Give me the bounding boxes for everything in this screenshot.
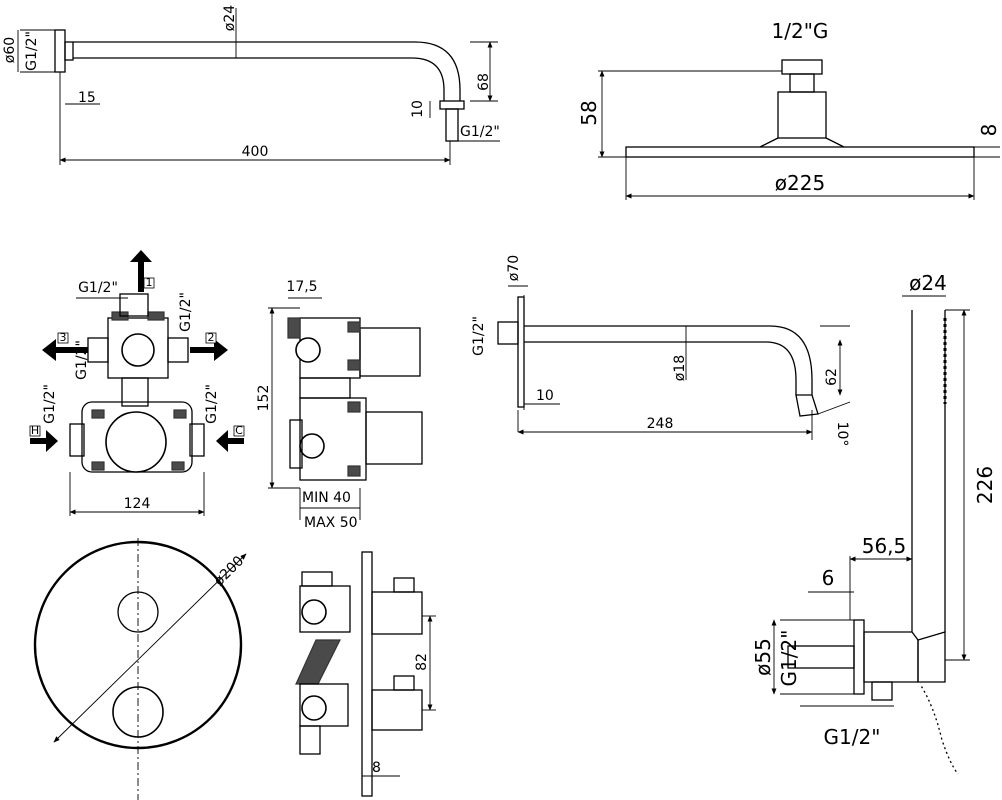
arm-pipe-dia-label: ø24 — [222, 5, 238, 31]
hand-shower-rod-dia-label: ø24 — [909, 271, 947, 295]
arm-depth-label: 15 — [78, 90, 96, 106]
spout-length-label: 248 — [647, 416, 674, 432]
plate-diameter-dimension — [53, 553, 247, 743]
plate-spacing-label: 82 — [414, 653, 430, 671]
hand-shower-body — [863, 631, 919, 683]
spout-pipe-top — [524, 325, 813, 395]
hand-shower-outlet-thread-label: G1/2" — [824, 725, 881, 749]
mixer-side-drawing: 17,5 152 MIN 40 MAX 50 — [256, 279, 423, 531]
spout-thread-label: G1/2" — [471, 316, 487, 356]
mixer-min-depth-label: MIN 40 — [302, 490, 351, 506]
icon-label-1: 1 — [146, 276, 153, 289]
arm-length-label: 400 — [242, 144, 269, 160]
arm-flange-dia-label: ø60 — [2, 37, 18, 63]
hand-shower-step-label: 6 — [822, 566, 835, 590]
arm-drop-label: 68 — [476, 73, 492, 91]
spout-flange-dia-label: ø70 — [506, 255, 522, 281]
arm-pipe-bottom — [73, 57, 445, 101]
arm-nozzle — [439, 100, 465, 110]
arm-outlet-thread-label: G1/2" — [460, 124, 500, 140]
arm-outlet — [445, 108, 459, 142]
shower-head-drawing: 1/2"G 58 8 ø225 — [577, 19, 1001, 200]
mixer-plate-side-drawing: 82 8 — [295, 551, 436, 797]
hand-shower-height-label: 226 — [973, 466, 997, 504]
spout-pipe-bottom — [524, 341, 797, 395]
outlet-3-arrow-icon — [42, 339, 88, 361]
arm-nozzle-label: 10 — [410, 100, 426, 118]
mixer-port-low-right-label: G1/2" — [204, 384, 220, 424]
mixer-port-mid-left-label: G1/2" — [74, 340, 90, 380]
arm-wall-flange — [54, 29, 66, 73]
outlet-1-arrow-icon — [130, 250, 152, 292]
arm-thread-label: G1/2" — [24, 31, 40, 71]
spout-drawing: G1/2" ø70 ø18 10 248 62 10° — [471, 255, 851, 447]
mixer-width-label: 124 — [124, 496, 151, 512]
hand-shower-offset-label: 56,5 — [862, 534, 907, 558]
mixer-port-top-right-label: G1/2" — [178, 292, 194, 332]
plate-depth-label: 8 — [372, 760, 381, 776]
cover-plate-drawing: ø200 — [33, 538, 247, 800]
spout-flange-depth-label: 10 — [536, 388, 554, 404]
hand-shower-drawing: ø24 226 56,5 6 ø55 G1/2" G1/2" — [751, 271, 997, 775]
mixer-port-top-label: G1/2" — [78, 280, 118, 296]
mixer-port-low-left-label: G1/2" — [42, 384, 58, 424]
head-nut — [781, 59, 823, 75]
shower-arm-drawing: ø60 G1/2" ø24 15 400 68 10 G1/2" — [2, 5, 500, 165]
head-stem — [789, 73, 815, 93]
inlet-hot-arrow-icon — [30, 430, 58, 452]
outlet-2-arrow-icon — [190, 339, 228, 361]
mixer-side-top-label: 17,5 — [286, 279, 317, 295]
head-diameter-label: ø225 — [775, 171, 825, 195]
hand-shower-flange — [853, 619, 865, 695]
plate-side — [361, 551, 373, 797]
head-thickness-label: 8 — [977, 124, 1001, 137]
icon-label-h: H — [31, 424, 39, 437]
mixer-max-depth-label: MAX 50 — [304, 515, 358, 531]
icon-label-c: C — [235, 424, 243, 437]
arm-pipe-top — [73, 41, 461, 101]
mixer-front-drawing: 1 2 3 H C G1/2" G1/2" G1/2" G1/2" G1/2" … — [29, 250, 245, 516]
spout-pipe-dia-label: ø18 — [672, 355, 688, 381]
hand-shower-inlet-thread-label: G1/2" — [777, 630, 801, 687]
spout-angle-label: 10° — [834, 422, 850, 447]
head-body — [777, 91, 827, 139]
head-disc — [625, 146, 975, 158]
arm-connector — [64, 41, 74, 61]
spout-flange — [517, 296, 525, 408]
head-height-label: 58 — [577, 100, 601, 125]
icon-label-2: 2 — [208, 331, 215, 344]
head-thread-label: 1/2"G — [772, 19, 829, 43]
hand-shower-flange-dia-label: ø55 — [751, 638, 775, 676]
spout-drop-label: 62 — [824, 368, 840, 386]
inlet-cold-arrow-icon — [216, 430, 244, 452]
icon-label-3: 3 — [60, 331, 67, 344]
mixer-height-label: 152 — [256, 385, 272, 412]
